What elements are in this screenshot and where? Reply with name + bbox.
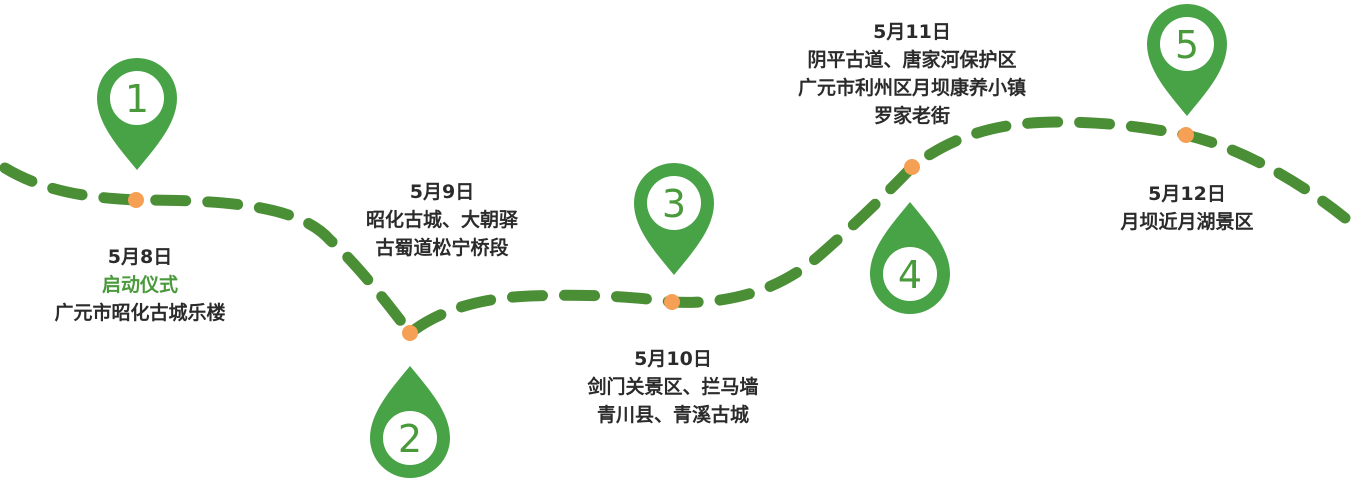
stop-3-line-2: 青川县、青溪古城 — [596, 404, 750, 426]
stop-5-line-1: 月坝近月湖景区 — [1120, 211, 1254, 233]
stop-1-marker: 1 — [97, 58, 177, 170]
pin-inner-circle — [383, 411, 437, 465]
stop-4-text: 5月11日 阴平古道、唐家河保护区 广元市利州区月坝康养小镇 罗家老街 — [798, 18, 1026, 130]
stop-3-text: 5月10日 剑门关景区、拦马墙 青川县、青溪古城 — [587, 345, 758, 429]
stop-5-date: 5月12日 — [1148, 183, 1226, 205]
stop-3-route-dot — [664, 294, 680, 310]
stop-2-text: 5月9日 昭化古城、大朝驿 古蜀道松宁桥段 — [366, 178, 518, 262]
stop-1-number: 1 — [125, 77, 149, 121]
pin-inner-circle — [883, 247, 937, 301]
stop-4-marker: 4 — [870, 202, 950, 314]
stop-5-number: 5 — [1175, 23, 1199, 67]
stop-1-highlight: 启动仪式 — [101, 274, 179, 296]
stop-4-line-1: 阴平古道、唐家河保护区 — [807, 49, 1017, 71]
stop-5-text: 5月12日 月坝近月湖景区 — [1120, 180, 1253, 236]
stop-2-date: 5月9日 — [409, 181, 475, 203]
pin-inner-circle — [1160, 17, 1214, 71]
stop-3-date: 5月10日 — [634, 348, 712, 370]
pin-inner-circle — [647, 176, 701, 230]
stop-1-text: 5月8日 启动仪式 广元市昭化古城乐楼 — [54, 243, 225, 327]
stop-4-number: 4 — [898, 253, 922, 297]
pin-inner-circle — [110, 71, 164, 125]
stop-2-route-dot — [402, 325, 418, 341]
stop-3-marker: 3 — [634, 163, 714, 275]
stop-4-route-dot — [904, 159, 920, 175]
stop-4-line-3: 罗家老街 — [873, 105, 951, 127]
stop-1-line-1: 广元市昭化古城乐楼 — [54, 302, 226, 324]
stop-5-route-dot — [1178, 127, 1194, 143]
stop-2-number: 2 — [398, 417, 422, 461]
stop-5-marker: 5 — [1147, 4, 1227, 116]
stop-4-line-2: 广元市利州区月坝康养小镇 — [797, 77, 1027, 99]
stop-3-line-1: 剑门关景区、拦马墙 — [587, 376, 759, 398]
stop-2-marker: 2 — [370, 366, 450, 478]
stop-3-number: 3 — [662, 182, 686, 226]
stop-2-line-1: 昭化古城、大朝驿 — [365, 209, 519, 231]
stop-1-route-dot — [128, 192, 144, 208]
stop-2-line-2: 古蜀道松宁桥段 — [375, 237, 509, 259]
stop-4-date: 5月11日 — [873, 21, 951, 43]
stop-1-date: 5月8日 — [107, 246, 173, 268]
